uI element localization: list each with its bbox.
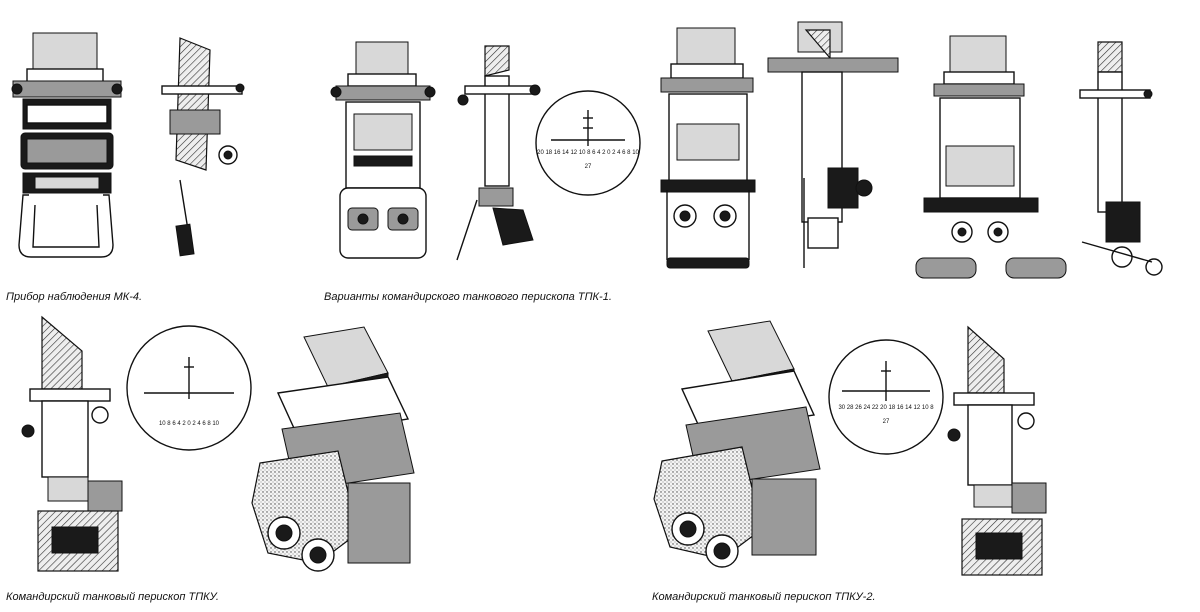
tpk1-reticle-mark: 27 — [585, 164, 592, 170]
caption-tpku2: Командирский танковый перископ ТПКУ-2. — [652, 591, 876, 603]
caption-tpku: Командирский танковый перископ ТПКУ. — [6, 591, 219, 603]
mk4-front-view — [11, 32, 123, 258]
figure-tpk1-variants — [650, 0, 1200, 300]
tpk1-variant-a-side — [767, 21, 899, 268]
figure-tpku: 10 8 6 4 2 0 2 4 6 8 10 Командирский тан… — [0, 305, 440, 612]
tpk1-reticle: 20 18 16 14 12 10 8 6 4 2 0 2 4 6 8 10 2… — [535, 90, 641, 196]
tpk1-side-view — [456, 45, 541, 261]
tpk1-front-view — [330, 41, 436, 259]
mk4-side-view — [161, 37, 245, 257]
tpku2-reticle-scale: 30 28 26 24 22 20 18 16 14 12 10 8 — [838, 405, 934, 411]
caption-tpk1: Варианты командирского танкового периско… — [324, 291, 612, 303]
figure-tpku2: 30 28 26 24 22 20 18 16 14 12 10 8 27 Ко… — [640, 305, 1200, 612]
tpk1-reticle-scale: 20 18 16 14 12 10 8 6 4 2 0 2 4 6 8 10 — [537, 150, 639, 156]
tpku2-section-view — [947, 325, 1047, 576]
tpku2-perspective-view — [653, 320, 821, 568]
tpku-reticle-scale: 10 8 6 4 2 0 2 4 6 8 10 — [159, 421, 220, 427]
tpk1-variant-a-front — [660, 27, 756, 269]
caption-mk4: Прибор наблюдения МК-4. — [6, 291, 143, 303]
tpku2-reticle: 30 28 26 24 22 20 18 16 14 12 10 8 27 — [828, 339, 944, 455]
figure-tpk1: 20 18 16 14 12 10 8 6 4 2 0 2 4 6 8 10 2… — [318, 0, 648, 310]
figure-mk4: Прибор наблюдения МК-4. — [0, 0, 300, 310]
tpku-reticle: 10 8 6 4 2 0 2 4 6 8 10 — [126, 325, 252, 451]
tpku2-reticle-mark: 27 — [883, 419, 890, 425]
tpku-section-view — [21, 315, 123, 572]
tpk1-variant-b-side — [1079, 41, 1163, 276]
tpk1-variant-b-front — [915, 35, 1067, 279]
tpku-perspective-view — [251, 326, 415, 572]
